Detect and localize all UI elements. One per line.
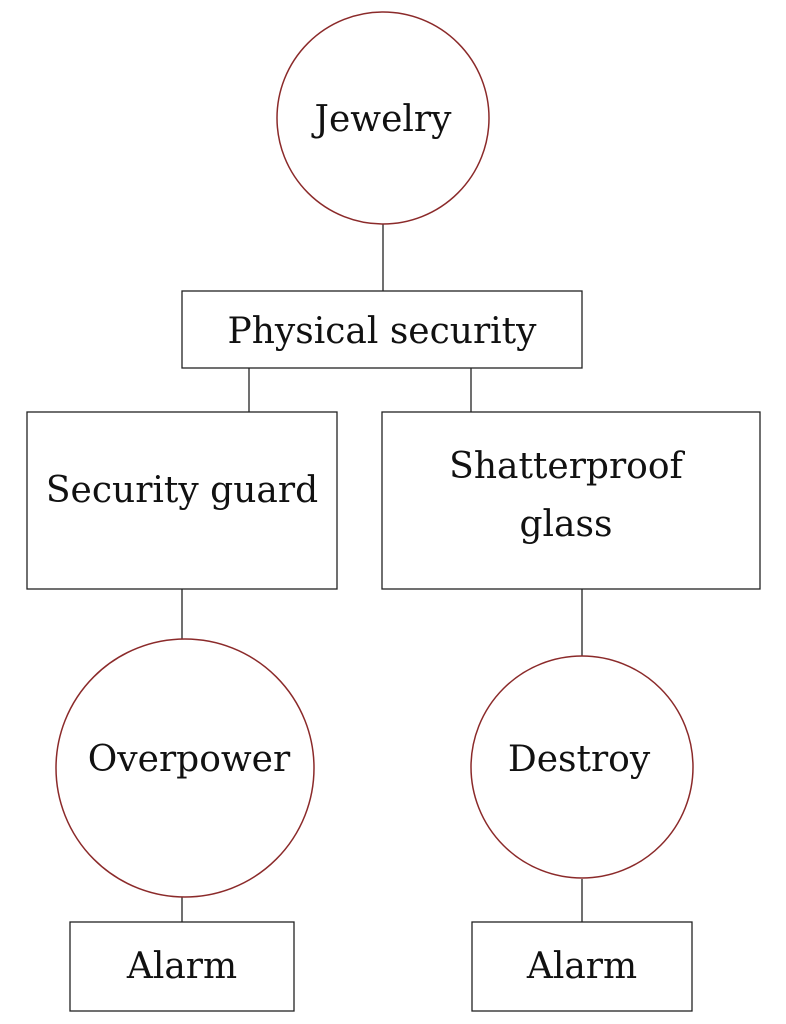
node-overpower-label: Overpower: [88, 739, 291, 780]
node-overpower: Overpower: [55, 638, 315, 898]
node-physical-security: Physical security: [181, 290, 583, 369]
node-destroy-label: Destroy: [508, 739, 651, 780]
node-jewelry-label: Jewelry: [311, 99, 453, 140]
node-alarm-left-label: Alarm: [126, 946, 237, 987]
node-destroy: Destroy: [470, 655, 694, 879]
node-physical-security-label: Physical security: [228, 311, 538, 352]
node-alarm-left: Alarm: [69, 921, 295, 1012]
node-shatterproof-glass-label-line2: glass: [520, 504, 613, 545]
node-shatterproof-glass-label-line1: Shatterproof: [449, 446, 685, 487]
node-alarm-right-label: Alarm: [526, 946, 637, 987]
node-shatterproof-glass: Shatterproof glass: [381, 411, 761, 590]
node-security-guard-label: Security guard: [46, 470, 318, 511]
node-security-guard: Security guard: [26, 411, 338, 590]
node-alarm-right: Alarm: [471, 921, 693, 1012]
node-jewelry: Jewelry: [276, 11, 490, 225]
